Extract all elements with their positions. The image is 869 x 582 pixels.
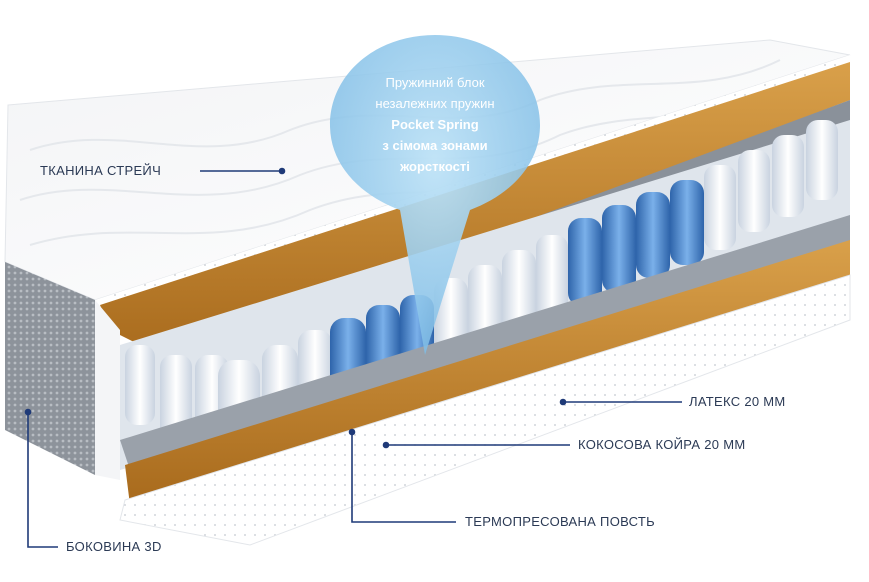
side-edge xyxy=(95,300,120,480)
label-side: БОКОВИНА 3D xyxy=(66,539,162,554)
callout-line-1: Пружинний блок xyxy=(385,75,485,90)
coir-bottom xyxy=(125,240,850,505)
callout-line-3: Pocket Spring xyxy=(391,117,479,132)
callout-line-4: з сімома зонами xyxy=(382,138,488,153)
callout-bubble xyxy=(330,35,540,355)
leader-lines xyxy=(24,167,682,548)
callout-text: Пружинний блок незалежних пружин Pocket … xyxy=(335,72,535,177)
label-latex: ЛАТЕКС 20 ММ xyxy=(689,394,786,409)
latex-bottom xyxy=(119,274,851,546)
label-fabric: ТКАНИНА СТРЕЙЧ xyxy=(40,163,162,178)
coir-top xyxy=(100,62,850,360)
callout-line-2: незалежних пружин xyxy=(375,96,495,111)
label-felt: ТЕРМОПРЕСОВАНА ПОВСТЬ xyxy=(465,514,655,529)
callout-line-5: жорсткості xyxy=(400,159,470,174)
felt-bottom xyxy=(120,215,850,470)
label-coir: КОКОСОВА КОЙРА 20 ММ xyxy=(578,437,746,452)
